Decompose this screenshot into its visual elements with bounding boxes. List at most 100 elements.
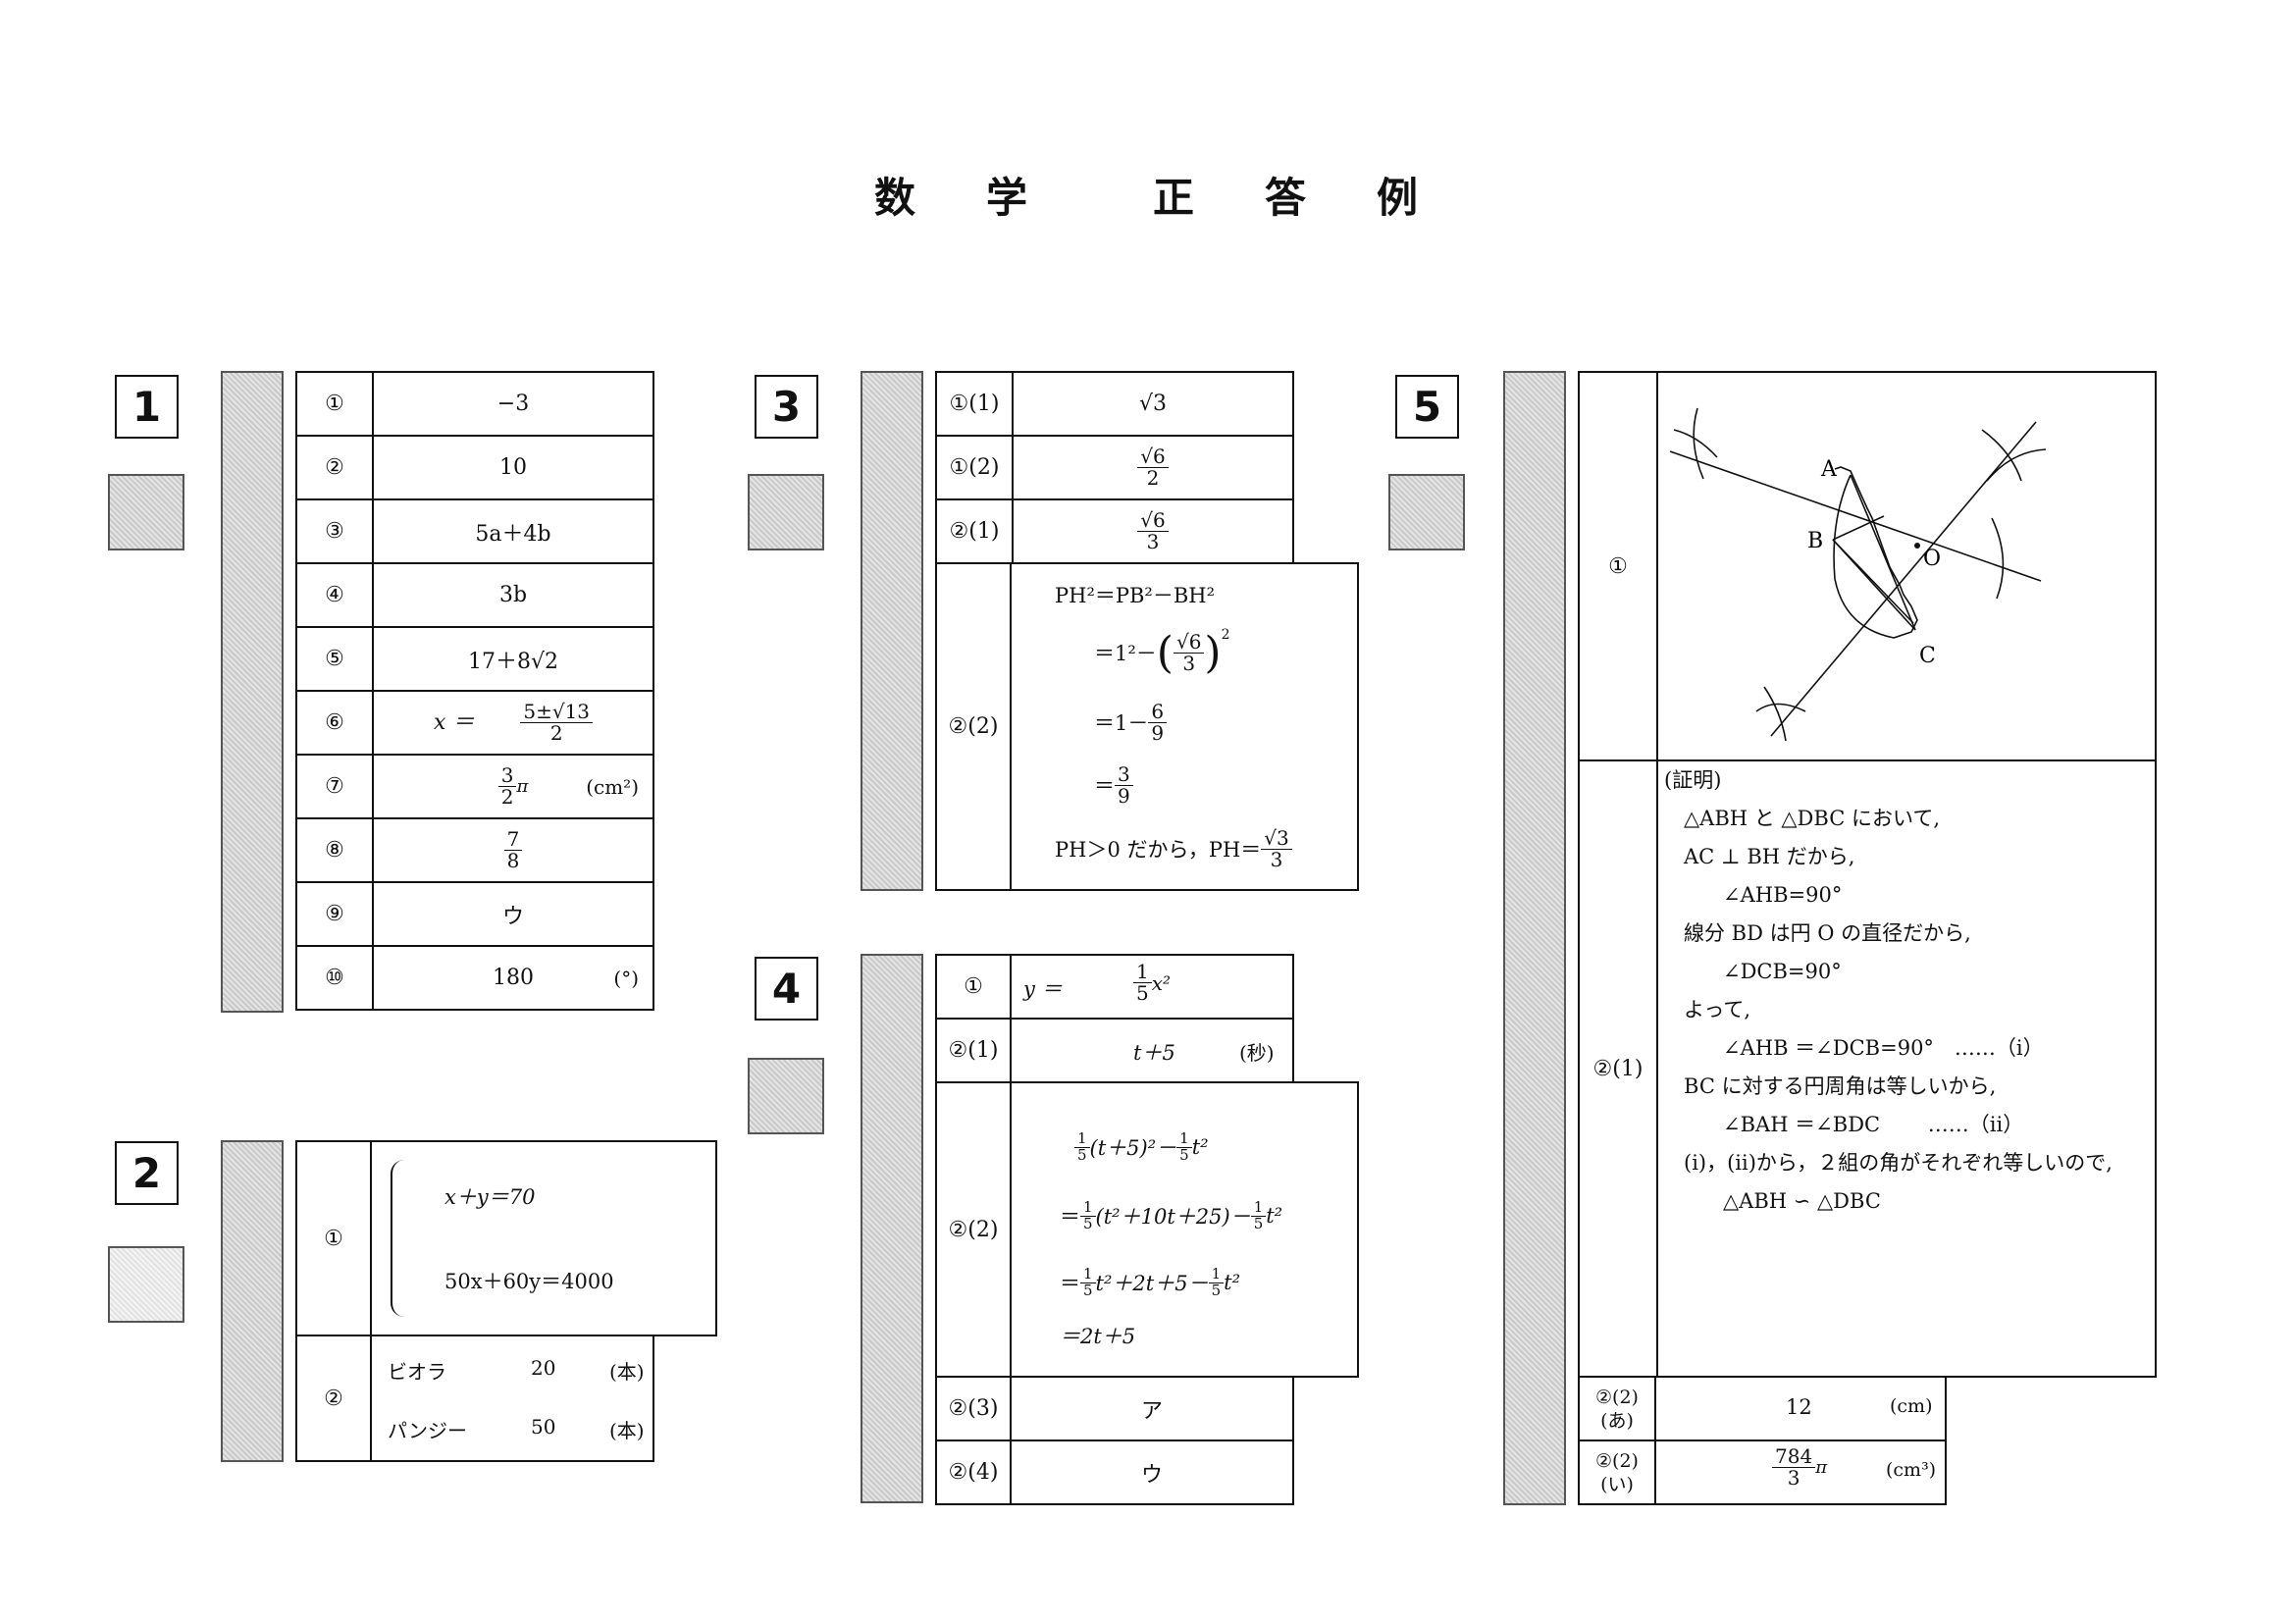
- row-label: ②(3): [937, 1378, 1012, 1440]
- title-char: 数: [873, 174, 919, 222]
- answer-row-4-4: ②(4) ウ: [935, 1440, 1294, 1505]
- answer-cell: √3: [1012, 371, 1294, 437]
- row-label: ①(1): [935, 371, 1014, 437]
- row-label: ①: [937, 956, 1012, 1018]
- question-number-2: 2: [115, 1141, 179, 1205]
- equation-1: x＋y＝70: [444, 1185, 536, 1209]
- score-box-3: [748, 474, 824, 550]
- score-box-2: [108, 1246, 184, 1323]
- answer-table-1: ① −3 ② 10 ③ 5a＋4b ④ 3b ⑤ 17＋8√2 ⑥ x ＝ 5±…: [295, 371, 654, 1011]
- fraction-denominator: 9: [1118, 783, 1130, 808]
- row-label: ②(4): [937, 1441, 1012, 1503]
- segment-bd: [1832, 539, 1914, 624]
- math-text: t²: [1266, 1204, 1283, 1228]
- row-label: ⑩: [295, 945, 374, 1011]
- fraction-denominator: 5: [1211, 1281, 1222, 1299]
- row-label: ⑨: [295, 881, 374, 947]
- question-number-1: 1: [115, 375, 179, 439]
- score-strip-5: [1503, 371, 1566, 1505]
- column-divider: [1656, 373, 1658, 1376]
- fraction-denominator: 8: [506, 849, 520, 872]
- arc-mark: [1673, 429, 1718, 458]
- fraction-numerator: 1: [1250, 1199, 1267, 1217]
- unit-label: (cm²): [586, 774, 639, 799]
- answer-value: ウ: [1140, 1462, 1163, 1488]
- work-line-4: ＝2t＋5: [1060, 1319, 1135, 1352]
- table-row: ③ 5a＋4b: [295, 498, 654, 564]
- page-title: 数学正答例: [0, 165, 2296, 225]
- fraction-numerator: 1: [1074, 1130, 1090, 1148]
- proof-line: よって,: [1684, 998, 1750, 1021]
- row-label-sub: (あ): [1600, 1409, 1634, 1432]
- row-label: ②(2): [937, 1083, 1012, 1376]
- fraction-denominator: 5: [1083, 1281, 1093, 1299]
- proof-line: BC に対する円周角は等しいから,: [1684, 1074, 1997, 1098]
- table-row: ①(1) √3: [935, 371, 1294, 437]
- unit-label: (°): [613, 966, 639, 990]
- fraction-numerator: 5±√13: [520, 702, 594, 723]
- proof-line: (証明): [1664, 768, 1722, 792]
- fraction-numerator: 1: [1080, 1266, 1096, 1283]
- point-label-b: B: [1807, 529, 1823, 553]
- math-text: ＝: [1094, 774, 1115, 798]
- fraction-numerator: √6: [1137, 446, 1169, 468]
- math-text: (t²＋10t＋25)－: [1095, 1205, 1251, 1229]
- unit-label: (本): [609, 1360, 645, 1384]
- row-label-sub: (い): [1600, 1473, 1634, 1495]
- fraction-denominator: 3: [1270, 847, 1283, 871]
- row-label: ①: [295, 371, 374, 437]
- question-number-4: 4: [755, 957, 818, 1021]
- table-row: ⑤ 17＋8√2: [295, 626, 654, 692]
- row-label: ⑧: [295, 817, 374, 883]
- center-point-o: [1914, 543, 1920, 549]
- proof-text: (証明) △ABH と △DBC において, AC ⊥ BH だから, ∠AHB…: [1664, 761, 2151, 1221]
- math-text: ＝2t＋5: [1060, 1325, 1136, 1348]
- row-label: ②: [297, 1336, 372, 1460]
- arc-mark: [1981, 429, 2022, 482]
- fraction-numerator: 1: [1208, 1266, 1225, 1283]
- construction-diagram: A B O C: [1669, 407, 2047, 742]
- answer-row-2-1: ① x＋y＝70 50x＋60y＝4000: [295, 1140, 717, 1336]
- answer-value: 12: [1786, 1395, 1812, 1419]
- proof-line: (i)，(ii)から，２組の角がそれぞれ等しいので,: [1684, 1151, 2113, 1175]
- work-line-1: PH²＝PB²－BH²: [1055, 578, 1215, 611]
- row-label: ②(1): [1592, 1056, 1644, 1081]
- fraction-numerator: 7: [503, 829, 523, 851]
- flower-name-1: ビオラ: [388, 1360, 446, 1384]
- math-text: t²: [1224, 1271, 1240, 1294]
- title-char: 答: [1265, 174, 1311, 222]
- exponent: 2: [1221, 627, 1230, 643]
- equation-2: 50x＋60y＝4000: [444, 1270, 614, 1293]
- arc-mark: [1693, 407, 1704, 480]
- pi-symbol: π: [1815, 1457, 1828, 1478]
- point-label-c: C: [1919, 644, 1936, 668]
- row-divider: [1580, 759, 2155, 761]
- proof-line: △ABH と △DBC において,: [1684, 807, 1941, 830]
- answer-prefix: y ＝: [1023, 977, 1063, 1001]
- answer-row-2-2: ② ビオラ 20 (本) パンジー 50 (本): [295, 1335, 654, 1462]
- arc-mark: [1763, 686, 1787, 742]
- fraction-denominator: 5: [1253, 1214, 1264, 1232]
- answer-cell: ウ: [372, 881, 654, 947]
- answer-cell: 180 (°): [372, 945, 654, 1011]
- close-paren: ): [1204, 627, 1222, 678]
- fraction-denominator: 2: [500, 785, 514, 809]
